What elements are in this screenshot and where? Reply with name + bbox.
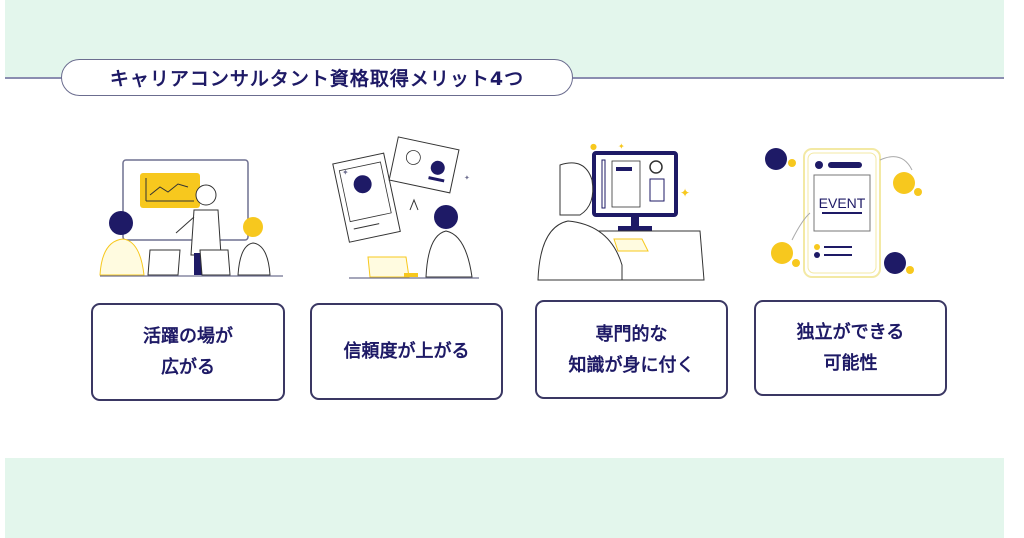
merit-card-4: 独立ができる 可能性 [754,300,947,396]
merit-card-3: 専門的な 知識が身に付く [535,300,728,399]
svg-text:●: ● [590,142,597,151]
svg-text:EVENT: EVENT [819,195,866,211]
svg-text:✦: ✦ [680,186,690,200]
merit-card-3-line-1: 専門的な [595,323,668,345]
bottom-background-band [5,458,1004,538]
event-smartphone-illustration: EVENT [752,135,952,285]
svg-text:✦: ✦ [342,168,349,177]
social-profile-illustration: ✦ ✦ [314,135,514,285]
computer-study-illustration: ✦ ● ✦ [530,135,730,285]
merit-card-1-line-2: 広がる [161,357,215,378]
team-meeting-illustration [88,135,288,285]
merit-card-1: 活躍の場が 広がる [91,303,285,401]
merit-card-4-line-2: 可能性 [823,353,878,374]
page-title: キャリアコンサルタント資格取得メリット4つ [61,59,573,96]
svg-text:✦: ✦ [464,174,470,182]
svg-text:✦: ✦ [618,142,625,151]
merit-card-1-line-1: 活躍の場が [143,326,233,347]
merit-card-2: 信頼度が上がる [310,303,503,400]
merit-card-3-line-2: 知識が身に付く [568,354,695,376]
merit-card-4-line-1: 独立ができる [796,322,905,343]
merit-card-2-line-1: 信頼度が上がる [343,341,470,362]
